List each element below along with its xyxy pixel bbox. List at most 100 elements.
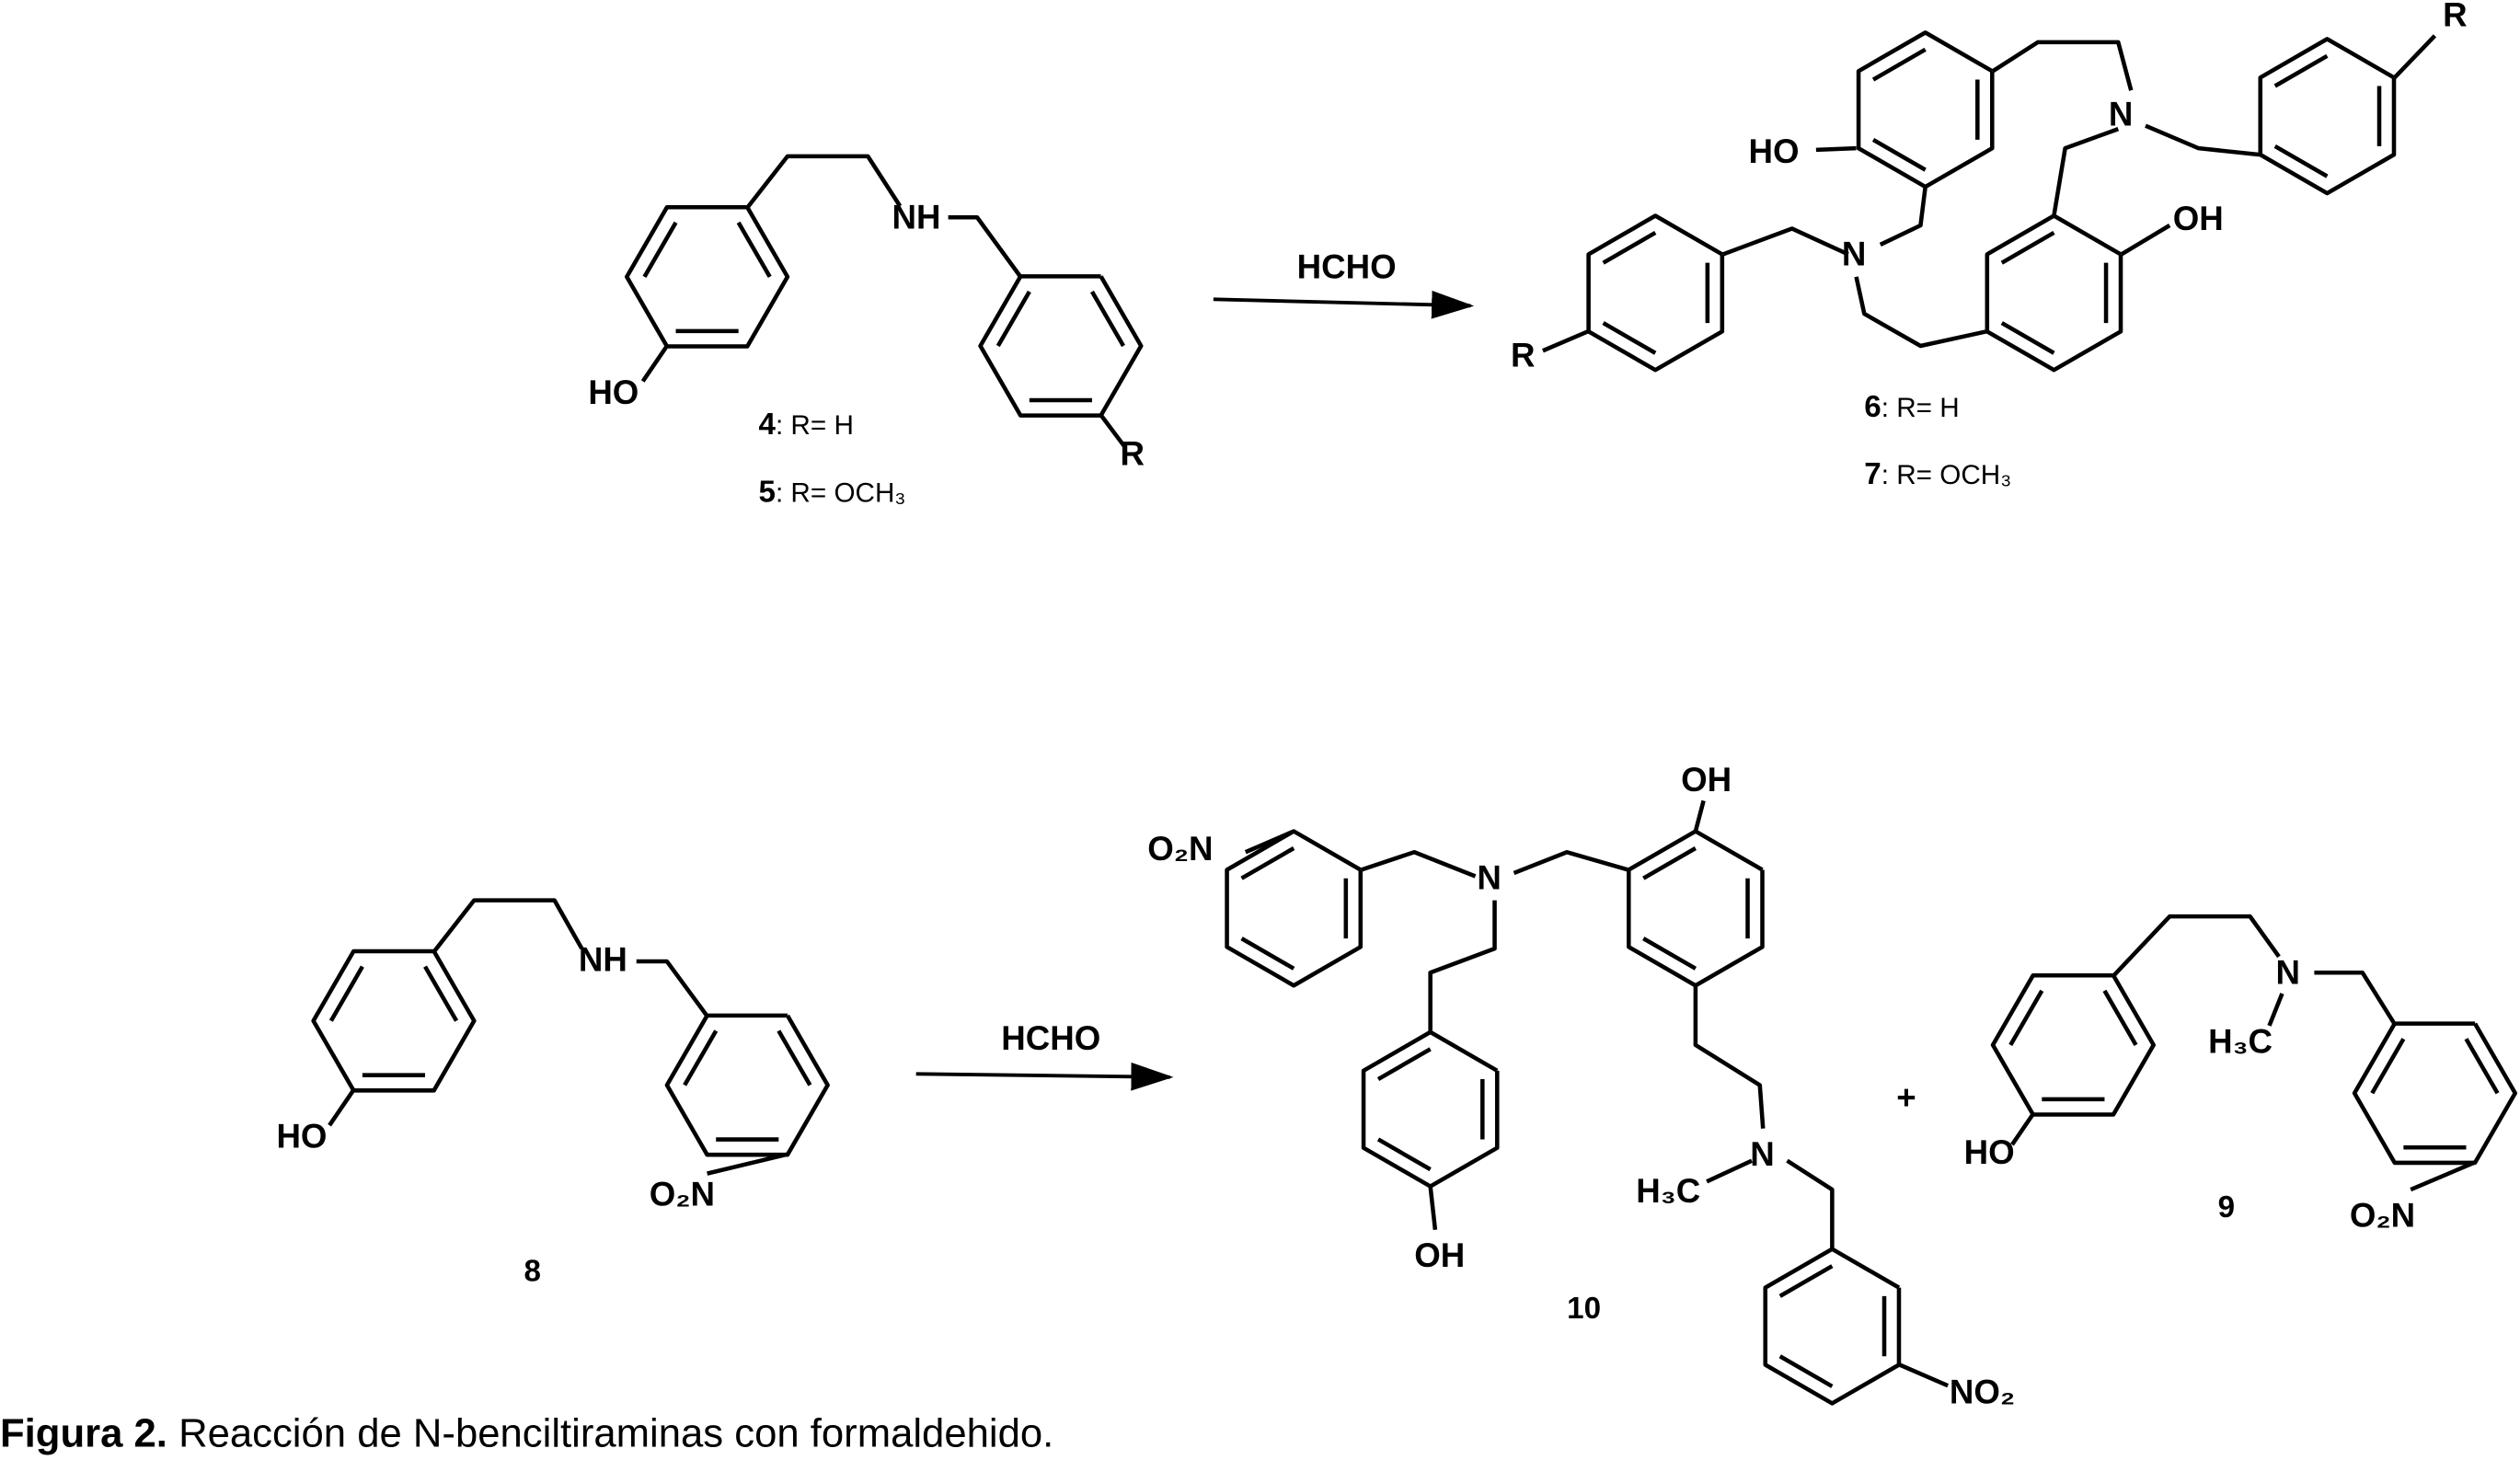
bond <box>2410 1160 2476 1192</box>
bond <box>1240 937 1295 971</box>
bond <box>1786 1158 1835 1249</box>
bond <box>1513 849 1629 876</box>
bond <box>328 965 364 1022</box>
atom-label-nh: NH <box>579 941 627 979</box>
bond <box>1898 1362 1950 1388</box>
bond <box>978 274 1144 418</box>
bond <box>640 344 669 383</box>
bond <box>2393 34 2437 79</box>
bond <box>2052 127 2120 216</box>
bond <box>995 290 1031 348</box>
bond <box>328 1088 356 1127</box>
bond <box>1815 145 1857 153</box>
bond <box>1627 829 1765 988</box>
bond <box>1642 846 1697 880</box>
atom-label-n: N <box>1842 236 1866 273</box>
atom-label-oh: OH <box>1414 1236 1465 1274</box>
bond <box>2145 123 2261 157</box>
bond <box>1871 47 1927 82</box>
bond <box>2273 53 2329 88</box>
bond <box>2000 231 2055 265</box>
bond <box>311 948 477 1093</box>
atom-label-nh: NH <box>892 198 940 236</box>
plus-sign: + <box>1896 1079 1916 1117</box>
bond <box>1428 1186 1438 1231</box>
atom-label-n: N <box>1750 1135 1774 1173</box>
bond <box>2112 914 2281 978</box>
bond <box>423 965 459 1022</box>
bond <box>745 154 903 210</box>
atom-label-r: R <box>1121 434 1145 472</box>
atom-label-h3c: H₃C <box>2208 1023 2273 1061</box>
bond <box>1602 231 1657 265</box>
bond <box>1991 40 2134 91</box>
bond <box>1856 30 1995 190</box>
compound-label-10: 10 <box>1567 1292 1601 1326</box>
reaction-arrow-2 <box>915 1062 1174 1091</box>
compound-label-8: 8 <box>524 1255 540 1289</box>
bond <box>707 1152 788 1176</box>
atom-label-n: N <box>1477 858 1501 896</box>
bond <box>1244 829 1295 855</box>
compound-label-7: 7: R= OCH₃ <box>1864 457 2011 491</box>
atom-label-n: N <box>2275 953 2299 991</box>
bond <box>1240 846 1295 880</box>
atom-label-r: R <box>1511 337 1535 374</box>
bond <box>1871 137 1927 172</box>
bond <box>2352 1021 2518 1166</box>
bond <box>1778 1264 1834 1298</box>
bond <box>1854 276 1987 349</box>
bond <box>1763 1247 1902 1406</box>
bond <box>1586 213 1725 373</box>
bond <box>1778 1354 1834 1388</box>
bond <box>736 221 772 279</box>
bond <box>948 214 1023 279</box>
bond <box>2267 993 2284 1027</box>
atom-label-h3c: H₃C <box>1636 1172 1700 1210</box>
bond <box>1706 1158 1753 1184</box>
compound-label-4: 4: R= H <box>758 408 853 442</box>
figure-caption: Figura 2. Reacción de N-benciltiraminas … <box>0 1411 1053 1456</box>
bond <box>2102 989 2138 1047</box>
bond <box>2120 224 2171 257</box>
bond <box>1879 186 1927 247</box>
atom-label-oh: OH <box>2173 200 2224 237</box>
reagent-label-1: HCHO <box>1297 248 1397 286</box>
bond <box>1376 1137 1432 1172</box>
atom-label-ho: HO <box>588 374 639 411</box>
reaction-arrow-1 <box>1213 290 1475 319</box>
bond <box>624 204 790 349</box>
compound-label-9: 9 <box>2218 1190 2235 1224</box>
atom-label-o2n: O₂N <box>2350 1196 2415 1234</box>
reagent-label-2: HCHO <box>1001 1019 1100 1057</box>
bond <box>683 1029 719 1086</box>
atom-label-n: N <box>2109 96 2133 133</box>
atom-label-oh: OH <box>1681 761 1732 799</box>
bond <box>2258 37 2397 196</box>
bond <box>1985 213 2123 373</box>
atom-label-o2n: O₂N <box>1147 830 1213 868</box>
bond <box>1721 226 1849 257</box>
bond <box>1693 799 1706 833</box>
bond <box>2010 1112 2035 1146</box>
bond <box>1693 985 1766 1129</box>
compound-label-6: 6: R= H <box>1864 390 1959 424</box>
bond <box>1376 1047 1432 1082</box>
bond <box>642 221 678 279</box>
atom-label-ho: HO <box>1964 1133 2015 1171</box>
bond <box>2008 989 2044 1047</box>
bond <box>777 1029 812 1086</box>
atom-label-o2n: O₂N <box>650 1176 715 1213</box>
bond <box>1602 321 1657 355</box>
bond <box>2000 321 2055 355</box>
atom-label-r: R <box>2443 0 2467 33</box>
bond <box>1360 849 1477 879</box>
bond <box>1225 829 1364 988</box>
bond <box>636 959 709 1017</box>
bond <box>1642 937 1697 971</box>
atom-label-no2: NO₂ <box>1950 1373 2015 1410</box>
bond <box>1990 972 2156 1117</box>
bond <box>2314 970 2397 1026</box>
atom-label-ho: HO <box>1749 132 1800 170</box>
